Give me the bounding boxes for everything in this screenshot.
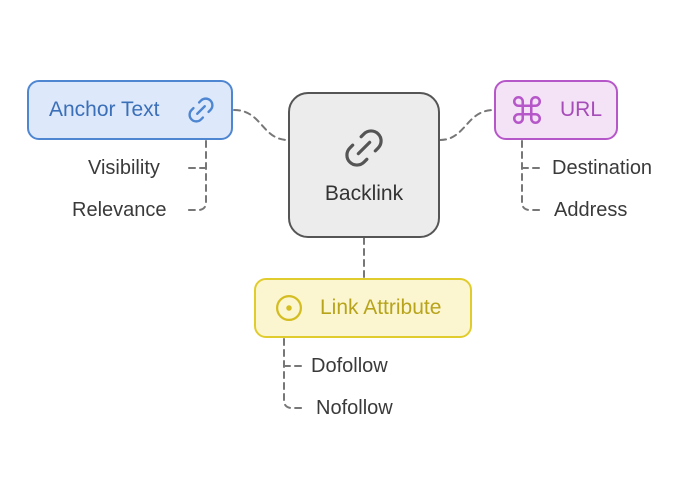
attr-child-nofollow: Nofollow	[316, 397, 393, 419]
connector-attr-children	[283, 338, 303, 409]
link-attribute-node: Link Attribute	[254, 278, 472, 338]
connector-anchor-children	[187, 140, 207, 211]
url-child-address: Address	[554, 199, 628, 221]
url-label: URL	[560, 98, 603, 121]
target-icon	[274, 293, 304, 323]
anchor-text-node: Anchor Text	[27, 80, 233, 140]
link-attribute-label: Link Attribute	[320, 296, 442, 319]
anchor-child-visibility: Visibility	[88, 157, 160, 179]
connector-anchor-center	[233, 109, 289, 141]
backlink-label: Backlink	[324, 182, 404, 205]
url-node: URL	[494, 80, 618, 140]
connector-center-url	[439, 109, 495, 141]
anchor-text-label: Anchor Text	[49, 98, 160, 121]
command-icon	[510, 93, 544, 127]
backlink-node: Backlink	[288, 92, 440, 238]
link-icon	[185, 94, 217, 126]
url-child-destination: Destination	[552, 157, 653, 179]
anchor-child-relevance: Relevance	[72, 199, 167, 221]
link-icon	[340, 124, 388, 172]
connector-url-children	[521, 140, 543, 211]
attr-child-dofollow: Dofollow	[311, 355, 388, 377]
